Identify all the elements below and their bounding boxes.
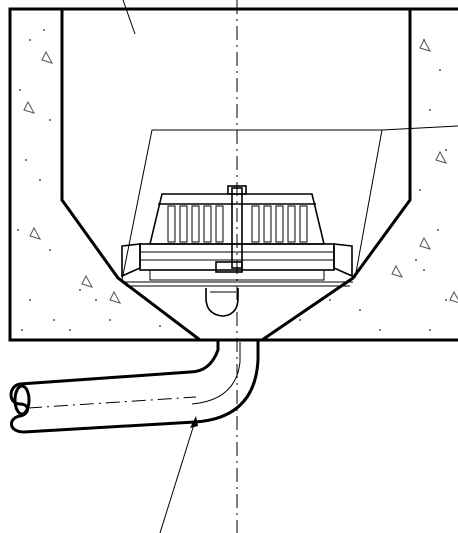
aggregate-dot [29, 299, 31, 301]
pipe-centerline [27, 396, 197, 409]
pipe-end-ellipse [13, 384, 31, 416]
leader-arrowhead [190, 416, 198, 428]
aggregate-triangle [449, 290, 458, 303]
slab-outline-left [8, 7, 458, 342]
aggregate-dot [25, 159, 27, 161]
pipe-bend [19, 339, 260, 434]
aggregate-dot [415, 259, 417, 261]
grate-bar [287, 205, 296, 243]
aggregate-dot [159, 325, 161, 327]
aggregate-dot [69, 329, 71, 331]
grate-bars [167, 205, 308, 243]
aggregate-dot [299, 319, 301, 321]
aggregate-triangle [23, 100, 36, 114]
aggregate-dot [439, 69, 441, 71]
aggregate-dot [49, 249, 51, 251]
aggregate-dot [39, 179, 41, 181]
aggregate-dot [109, 319, 111, 321]
grate-bar [191, 205, 200, 243]
grate-bar [251, 205, 260, 243]
formwork-outline [60, 9, 412, 342]
drain-outlet [205, 288, 239, 317]
outlet-body [205, 288, 239, 317]
aggregate-dot [95, 299, 97, 301]
aggregate-dot [423, 269, 425, 271]
aggregate-dot [359, 309, 361, 311]
drain-cone-lines [121, 125, 458, 287]
aggregate-dot [43, 29, 45, 31]
flange-right [333, 243, 353, 278]
grate-outline [148, 193, 326, 245]
aggregate-dot [79, 289, 81, 291]
aggregate-dot [17, 229, 19, 231]
aggregate-dot [49, 119, 51, 121]
pipe-inner-edge [191, 342, 241, 405]
aggregate-dot [429, 329, 431, 331]
clamp-nut [215, 261, 243, 273]
grate-bar [179, 205, 188, 243]
aggregate-dot [429, 109, 431, 111]
leader-lines [122, 0, 198, 533]
grate-bar [215, 205, 224, 243]
aggregate-dot [379, 329, 381, 331]
flange-left [121, 243, 141, 278]
leader-top [122, 0, 136, 35]
aggregate-triangle [109, 290, 122, 304]
aggregate-dot [419, 189, 421, 191]
aggregate-dot [53, 319, 55, 321]
aggregate-triangle [419, 38, 432, 52]
grate-bar [263, 205, 272, 243]
aggregate-triangle [41, 50, 54, 64]
aggregate-dot [445, 149, 447, 151]
grate-bar [167, 205, 176, 243]
aggregate-dot [19, 89, 21, 91]
aggregate-dot [329, 299, 331, 301]
aggregate-triangle [435, 150, 448, 164]
leader-bottom [159, 417, 197, 533]
grate-bar [299, 205, 308, 243]
cone-left-edge [121, 129, 382, 281]
aggregate-triangle [29, 226, 42, 240]
aggregate-triangle [419, 236, 432, 250]
concrete-aggregate-hatch [17, 29, 458, 331]
grate-bar [275, 205, 284, 243]
aggregate-triangle [391, 264, 404, 278]
cone-right-edge [354, 129, 383, 279]
aggregate-dot [445, 299, 447, 301]
aggregate-dot [29, 39, 31, 41]
aggregate-dot [437, 229, 439, 231]
pipe-break-outline [9, 382, 29, 434]
cone-top-ext [381, 125, 458, 131]
concrete-slab [8, 7, 458, 342]
formwork-box [60, 7, 412, 342]
aggregate-dot [21, 329, 23, 331]
pipe-bottom-edge [23, 340, 260, 434]
grate-bar [203, 205, 212, 243]
pipe-break-symbol [9, 382, 31, 434]
pipe-top-edge [19, 340, 220, 386]
aggregate-triangle [81, 274, 94, 288]
